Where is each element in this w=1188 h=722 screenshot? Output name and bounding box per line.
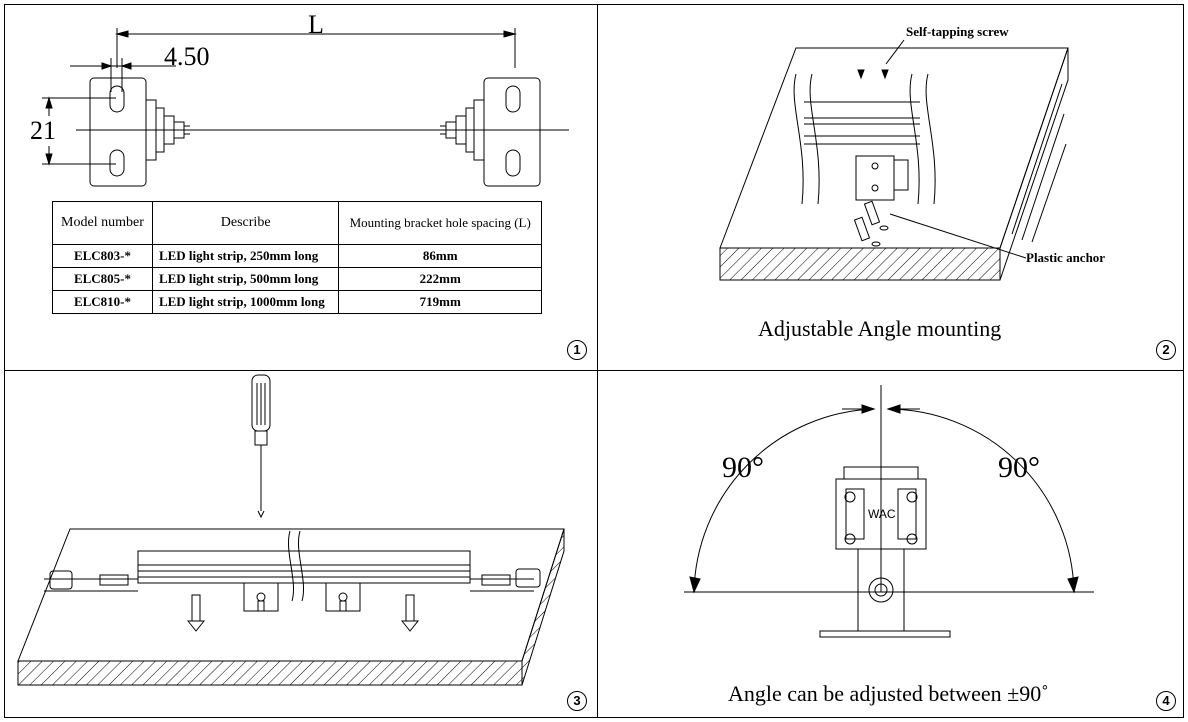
table-cell: LED light strip, 250mm long	[151, 244, 340, 268]
table-cell: ELC805-*	[52, 267, 153, 291]
panel-installation: 3	[4, 371, 597, 718]
column-header: Model number	[52, 201, 153, 245]
panel-mounting: Self-tapping screw Plastic anchor Adjust…	[598, 4, 1184, 370]
table-cell: 719mm	[338, 290, 542, 314]
table-cell: ELC803-*	[52, 244, 153, 268]
divider-horizontal	[4, 370, 1184, 371]
bracket-dimension-drawing	[42, 28, 569, 187]
panel-angle-adjust: 90° 90° WAC Angle can be adjusted betwee…	[598, 371, 1184, 718]
table-row: ELC810-* LED light strip, 1000mm long 71…	[52, 290, 542, 314]
angle-left-label: 90°	[722, 451, 764, 484]
angle-right-label: 90°	[998, 451, 1040, 484]
dimension-l-label: L	[308, 10, 324, 39]
column-header: Mounting bracket hole spacing (L)	[338, 201, 542, 245]
table-cell: 222mm	[338, 267, 542, 291]
dimension-height-label: 21	[30, 116, 56, 146]
panel4-caption: Angle can be adjusted between ±90˚	[728, 681, 1049, 706]
table-cell: LED light strip, 500mm long	[151, 267, 340, 291]
column-header: Describe	[151, 201, 340, 245]
divider-vertical	[597, 4, 598, 718]
table-cell: 86mm	[338, 244, 542, 268]
table-row: ELC805-* LED light strip, 500mm long 222…	[52, 267, 542, 291]
label-plastic-anchor: Plastic anchor	[1026, 250, 1106, 265]
strip-installation-drawing	[17, 374, 565, 686]
brand-logo: WAC	[868, 507, 896, 521]
table-cell: LED light strip, 1000mm long	[151, 290, 340, 314]
panel-number-2: 2	[1156, 340, 1176, 360]
outer-frame	[4, 4, 1184, 718]
table-header-row: Model number Describe Mounting bracket h…	[52, 201, 542, 245]
table-cell: ELC810-*	[52, 290, 153, 314]
panel2-caption: Adjustable Angle mounting	[758, 316, 1002, 341]
panel-number-3: 3	[567, 691, 587, 711]
panel-number-4: 4	[1156, 691, 1176, 711]
wall-mounting-drawing	[719, 39, 1069, 281]
table-row: ELC803-* LED light strip, 250mm long 86m…	[52, 244, 542, 268]
label-self-tapping-screw: Self-tapping screw	[906, 24, 1009, 39]
model-spec-table: Model number Describe Mounting bracket h…	[52, 201, 542, 314]
dimension-offset-label: 4.50	[164, 42, 210, 71]
angle-adjust-drawing	[684, 385, 1094, 638]
panel-dimensions: L 4.50 21 1	[4, 4, 597, 370]
panel-number-1: 1	[567, 340, 587, 360]
